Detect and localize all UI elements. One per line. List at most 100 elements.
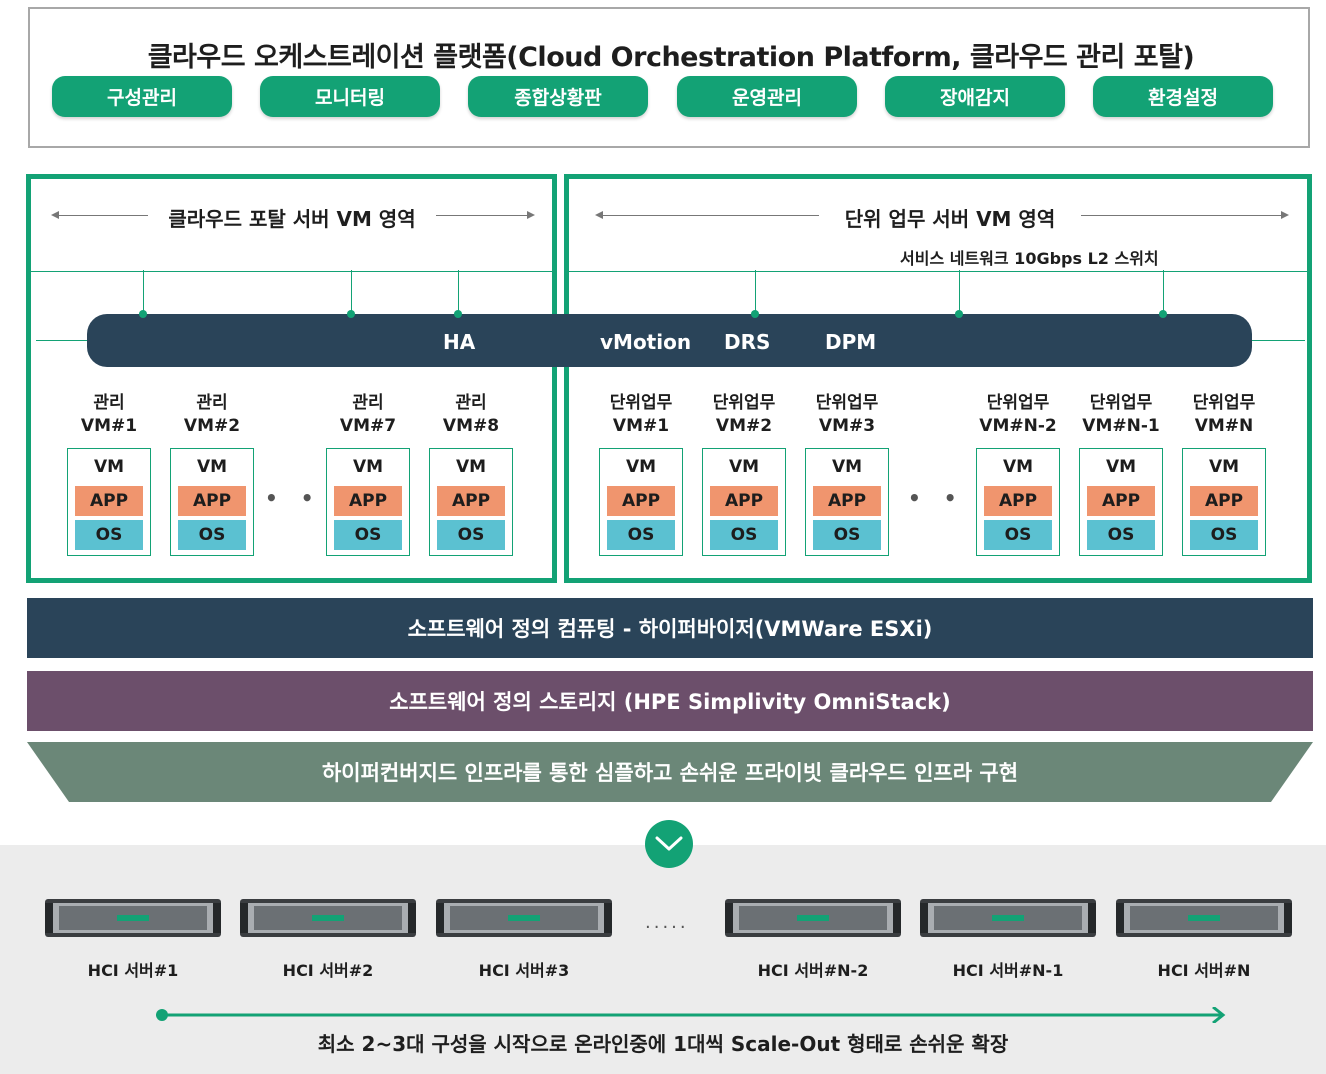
bus-tap-line: [458, 270, 459, 314]
compute-layer: 소프트웨어 정의 컴퓨팅 - 하이퍼바이저(VMWare ESXi): [27, 598, 1313, 658]
infra-layer: 하이퍼컨버지드 인프라를 통한 심플하고 손쉬운 프라이빗 클라우드 인프라 구…: [321, 761, 1019, 785]
server-icon: [436, 899, 612, 937]
vm-label-line1: 단위업무: [1089, 393, 1153, 413]
server-area: [0, 845, 1326, 1074]
vm-text: VM: [93, 457, 125, 477]
bus-label-drs: DRS: [724, 330, 771, 354]
vm-label-line2: VM#N-1: [1082, 416, 1160, 436]
vm-card[interactable]: VM APP OS: [976, 448, 1060, 556]
app-layer: APP: [710, 486, 778, 516]
vm-label-line2: VM#1: [612, 416, 670, 436]
server-label: HCI 서버#N: [1157, 961, 1251, 980]
app-layer: APP: [178, 486, 246, 516]
vm-label: 단위업무 VM#1: [596, 392, 686, 438]
vm-label: 단위업무 VM#N-1: [1076, 392, 1166, 438]
business-zone-title: 단위 업무 서버 VM 영역: [819, 203, 1081, 232]
server-label: HCI 서버#N-2: [757, 961, 869, 980]
vm-label: 단위업무 VM#2: [699, 392, 789, 438]
vm-label-line1: 단위업무: [815, 393, 879, 413]
arrow-right-icon: [527, 211, 535, 219]
menu-fault-detection[interactable]: 장애감지: [885, 76, 1065, 117]
zone-divider: [569, 271, 1307, 272]
scale-out-arrow: [156, 1007, 1226, 1023]
bus-tap-dot: [751, 310, 759, 318]
vm-text: VM: [1105, 457, 1137, 477]
vm-label-line1: 단위업무: [609, 393, 673, 413]
bus-tap-dot: [454, 310, 462, 318]
vm-label-line2: VM#2: [715, 416, 773, 436]
server-label: HCI 서버#1: [87, 961, 179, 980]
vm-text: VM: [728, 457, 760, 477]
vm-text: VM: [352, 457, 384, 477]
menu-monitoring[interactable]: 모니터링: [260, 76, 440, 117]
network-switch-label: 서비스 네트워크 10Gbps L2 스위치: [900, 249, 1159, 268]
vm-text: VM: [831, 457, 863, 477]
arrow-right-icon: [1281, 211, 1289, 219]
vm-label-line2: VM#N-2: [979, 416, 1057, 436]
server-icon: [1116, 899, 1292, 937]
os-layer: OS: [75, 520, 143, 550]
bus-label-vmotion: vMotion: [600, 330, 692, 354]
vm-text: VM: [1002, 457, 1034, 477]
chevron-down-icon: [645, 820, 693, 868]
portal-zone-title: 클라우드 포탈 서버 VM 영역: [148, 203, 436, 232]
vm-label: 관리 VM#2: [167, 392, 257, 438]
vm-label-line1: 관리: [455, 393, 487, 413]
server-label: HCI 서버#2: [282, 961, 374, 980]
vm-card[interactable]: VM APP OS: [805, 448, 889, 556]
vm-label: 단위업무 VM#N: [1179, 392, 1269, 438]
app-layer: APP: [334, 486, 402, 516]
vm-label-line2: VM#7: [339, 416, 397, 436]
vm-label-line1: 관리: [352, 393, 384, 413]
scale-out-caption: 최소 2~3대 구성을 시작으로 온라인중에 1대씩 Scale-Out 형태로…: [317, 1032, 1009, 1056]
server-label: HCI 서버#3: [478, 961, 570, 980]
bus-side-line: [1250, 340, 1305, 341]
server-icon: [920, 899, 1096, 937]
vm-card[interactable]: VM APP OS: [429, 448, 513, 556]
bus-tap-dot: [1159, 310, 1167, 318]
server-icon: [725, 899, 901, 937]
app-layer: APP: [984, 486, 1052, 516]
menu-settings[interactable]: 환경설정: [1093, 76, 1273, 117]
server-label: HCI 서버#N-1: [952, 961, 1064, 980]
vm-card[interactable]: VM APP OS: [702, 448, 786, 556]
vm-card[interactable]: VM APP OS: [599, 448, 683, 556]
vm-card[interactable]: VM APP OS: [1182, 448, 1266, 556]
bus-tap-line: [959, 270, 960, 314]
vm-label-line1: 단위업무: [712, 393, 776, 413]
vm-label: 관리 VM#8: [426, 392, 516, 438]
menu-config-management[interactable]: 구성관리: [52, 76, 232, 117]
vm-label-line2: VM#2: [183, 416, 241, 436]
vm-card[interactable]: VM APP OS: [326, 448, 410, 556]
os-layer: OS: [334, 520, 402, 550]
vm-text: VM: [1208, 457, 1240, 477]
orchestration-title: 클라우드 오케스트레이션 플랫폼(Cloud Orchestration Pla…: [147, 42, 1195, 73]
app-layer: APP: [607, 486, 675, 516]
vm-text: VM: [455, 457, 487, 477]
vm-label-line2: VM#N: [1194, 416, 1254, 436]
storage-layer: 소프트웨어 정의 스토리지 (HPE Simplivity OmniStack): [27, 671, 1313, 731]
vm-label: 관리 VM#7: [323, 392, 413, 438]
server-ellipsis: .....: [645, 912, 689, 933]
bus-tap-dot: [347, 310, 355, 318]
server-icon: [45, 899, 221, 937]
vm-card[interactable]: VM APP OS: [1079, 448, 1163, 556]
os-layer: OS: [984, 520, 1052, 550]
vm-label-line2: VM#3: [818, 416, 876, 436]
menu-dashboard[interactable]: 종합상황판: [468, 76, 648, 117]
app-layer: APP: [1087, 486, 1155, 516]
app-layer: APP: [1190, 486, 1258, 516]
vm-label-line1: 관리: [196, 393, 228, 413]
bus-side-line: [36, 340, 88, 341]
vm-card[interactable]: VM APP OS: [170, 448, 254, 556]
menu-operations[interactable]: 운영관리: [677, 76, 857, 117]
os-layer: OS: [437, 520, 505, 550]
os-layer: OS: [1087, 520, 1155, 550]
os-layer: OS: [813, 520, 881, 550]
bus-tap-line: [351, 270, 352, 314]
vm-card[interactable]: VM APP OS: [67, 448, 151, 556]
bus-tap-dot: [955, 310, 963, 318]
os-layer: OS: [178, 520, 246, 550]
vm-text: VM: [625, 457, 657, 477]
vm-label-line1: 단위업무: [986, 393, 1050, 413]
